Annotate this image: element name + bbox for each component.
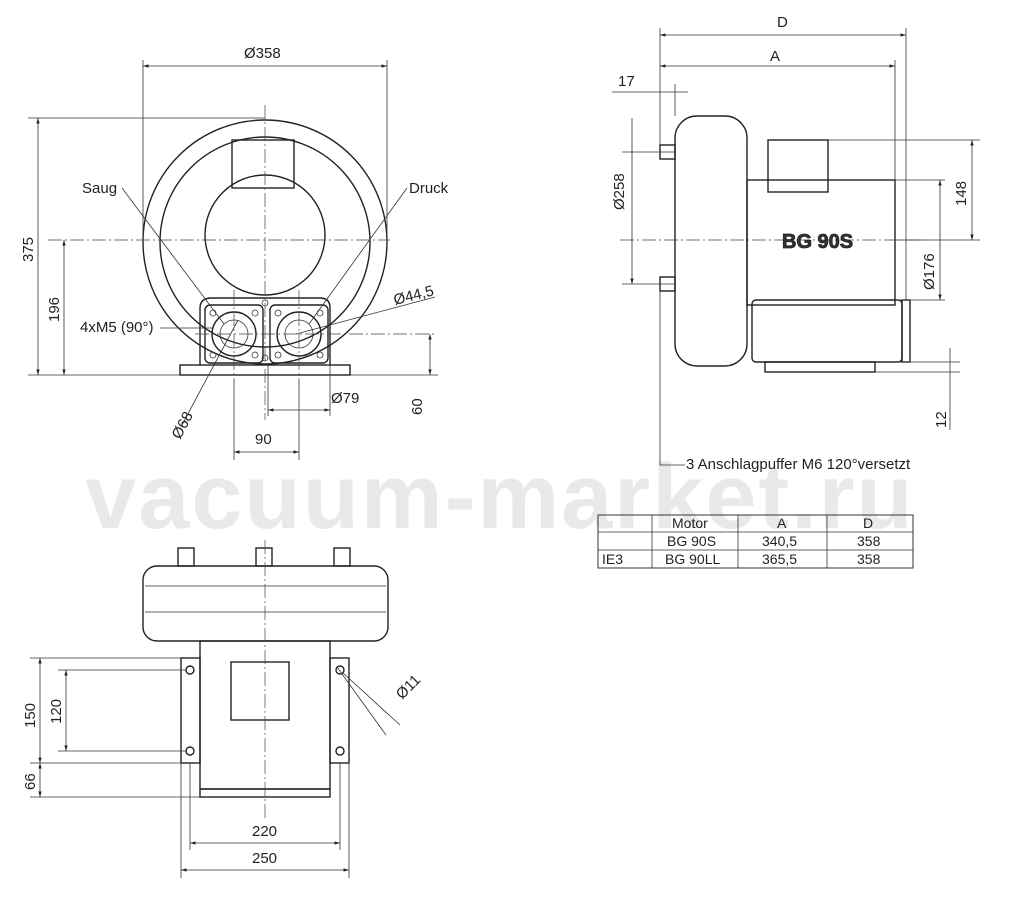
- bottom-view: Ø11 150 120 66 220 250: [22, 540, 424, 878]
- screw-hole: [274, 309, 282, 317]
- top-box: [231, 139, 295, 189]
- dim-label-11: Ø11: [393, 672, 424, 703]
- screw-hole: [274, 351, 282, 359]
- dim-label-90: 90: [255, 431, 272, 448]
- nozzle: [255, 547, 273, 567]
- watermark-text: vacuum-market.ru: [85, 446, 915, 548]
- model-label: BG 90S: [782, 231, 853, 253]
- blower-housing: [674, 115, 748, 367]
- dim-label-150: 150: [22, 703, 39, 728]
- dim-label-220: 220: [252, 823, 277, 840]
- foot-left: [180, 657, 201, 764]
- dim-label-a: A: [770, 48, 780, 65]
- side-view: BG 90S D A 17 Ø258 148 Ø176 12: [611, 14, 980, 473]
- buffer-note: 3 Anschlagpuffer M6 120°versetzt: [686, 456, 911, 473]
- motor-end-cap: [901, 299, 911, 363]
- dim-label-12: 12: [933, 411, 950, 428]
- table-cell: 358: [857, 551, 881, 567]
- dim-label-d: D: [777, 14, 788, 31]
- mount-hole: [185, 746, 195, 756]
- dim-label-196: 196: [46, 297, 63, 322]
- bottom-housing: [142, 565, 389, 642]
- screw-hole: [209, 351, 217, 359]
- screw-hole: [251, 309, 259, 317]
- table-cell: 340,5: [762, 533, 797, 549]
- label-suction: Saug: [82, 180, 117, 197]
- dim-label-250: 250: [252, 850, 277, 867]
- dim-label-68: Ø68: [169, 409, 197, 442]
- nozzle: [177, 547, 195, 567]
- motor-table: Motor A D BG 90S 340,5 358 IE3 BG 90LL 3…: [597, 514, 914, 569]
- mount-hole: [185, 665, 195, 675]
- nozzle: [333, 547, 351, 567]
- screw-hole: [209, 309, 217, 317]
- port-block: [199, 297, 331, 365]
- motor-body: [746, 179, 896, 306]
- table-cell: 365,5: [762, 551, 797, 567]
- screw-hole: [251, 351, 259, 359]
- dim-label-66: 66: [22, 773, 39, 790]
- side-base: [764, 361, 876, 373]
- dim-label-258: Ø258: [611, 173, 628, 210]
- motor-foot: [751, 299, 903, 363]
- terminal-box: [767, 139, 829, 193]
- label-pressure: Druck: [409, 180, 449, 197]
- table-cell: BG 90S: [667, 533, 716, 549]
- dim-label-79: Ø79: [331, 390, 359, 407]
- front-view: Ø358 375 196 Saug Druck 4xM5 (90°) Ø44,5…: [20, 45, 449, 460]
- foot-right: [329, 657, 350, 764]
- dim-label-120: 120: [48, 699, 65, 724]
- dim-label-44-5: Ø44,5: [392, 282, 436, 308]
- table-cell: 358: [857, 533, 881, 549]
- dim-label-60: 60: [409, 398, 426, 415]
- screw-hole: [316, 309, 324, 317]
- dim-label-176: Ø176: [921, 253, 938, 290]
- label-thread: 4xM5 (90°): [80, 319, 154, 336]
- terminal-box-top: [230, 661, 290, 721]
- dim-label-17: 17: [618, 73, 635, 90]
- screw-hole: [316, 351, 324, 359]
- dim-label-375: 375: [20, 237, 37, 262]
- table-header-a: A: [777, 515, 787, 531]
- table-cell: IE3: [602, 551, 623, 567]
- mount-hole: [335, 746, 345, 756]
- table-cell: BG 90LL: [665, 551, 720, 567]
- dim-label-148: 148: [953, 181, 970, 206]
- dim-label-358: Ø358: [244, 45, 281, 62]
- table-header-motor: Motor: [672, 515, 708, 531]
- mount-hole: [335, 665, 345, 675]
- table-header-d: D: [863, 515, 873, 531]
